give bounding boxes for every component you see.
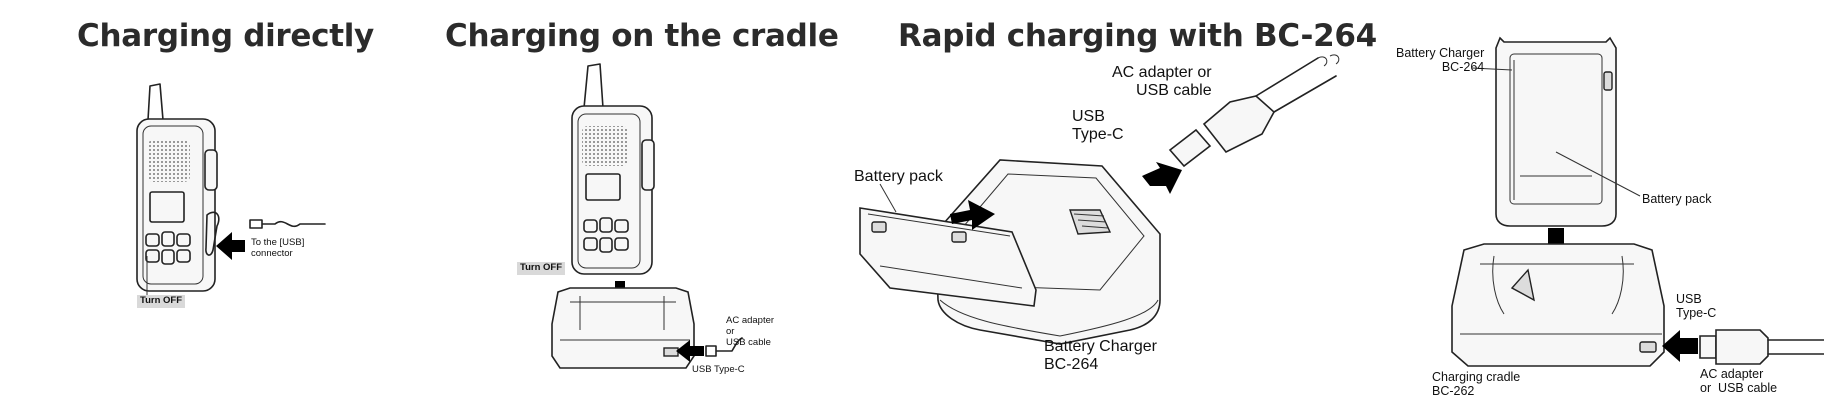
label-usb-type-c-right: USB Type-C [1676, 292, 1717, 321]
label-battery-charger-bc264-large: Battery Charger BC-264 [1044, 338, 1157, 374]
arrow-usb-type-c-large [1142, 162, 1182, 194]
label-turn-off-direct: Turn OFF [137, 295, 186, 308]
arrow-battery-into-charger [950, 200, 995, 230]
label-ac-adapter-or-usb-right: AC adapter or USB cable [1700, 367, 1778, 396]
heading-rapid-charging: Rapid charging with BC-264 [898, 18, 1377, 54]
cable-plug-small [705, 337, 743, 357]
battery-pack-large [859, 207, 1037, 307]
label-turn-off-cradle: Turn OFF [517, 262, 566, 275]
bc264-charger-upright [1495, 36, 1617, 227]
usb-cable-large [1168, 54, 1340, 168]
label-ac-adapter-or-usb-large: AC adapter or USB cable [1112, 64, 1212, 100]
cable-plug-direct [249, 219, 326, 229]
arrow-usb-type-c-right [1662, 330, 1698, 362]
leader-battery-charger-right [1471, 67, 1513, 71]
label-charging-cradle-bc262: Charging cradle BC-262 [1432, 370, 1521, 399]
heading-charging-on-cradle: Charging on the cradle [445, 18, 839, 54]
heading-charging-directly: Charging directly [77, 18, 374, 54]
usb-cable-right [1699, 329, 1824, 365]
arrow-usb-type-c-small [676, 340, 704, 362]
radio-cradle-illustration [571, 63, 655, 275]
arrow-to-usb-connector [216, 232, 245, 260]
radio-direct-illustration [136, 83, 220, 292]
leader-battery-pack-large [879, 183, 897, 213]
label-usb-connector: To the [USB] connector [251, 237, 305, 259]
label-ac-adapter-or-usb-small: AC adapter or USB cable [726, 315, 775, 348]
cradle-bc262-illustration [1451, 243, 1665, 367]
leader-battery-pack-right [1555, 151, 1641, 197]
label-battery-charger-bc264-right: Battery Charger BC-264 [1396, 46, 1485, 75]
label-battery-pack-large: Battery pack [854, 168, 943, 185]
label-usb-type-c-small: USB Type-C [692, 364, 745, 375]
label-battery-pack-right: Battery pack [1642, 192, 1712, 206]
label-usb-type-c-large: USB Type-C [1072, 108, 1124, 144]
cradle-small-illustration [551, 287, 695, 369]
